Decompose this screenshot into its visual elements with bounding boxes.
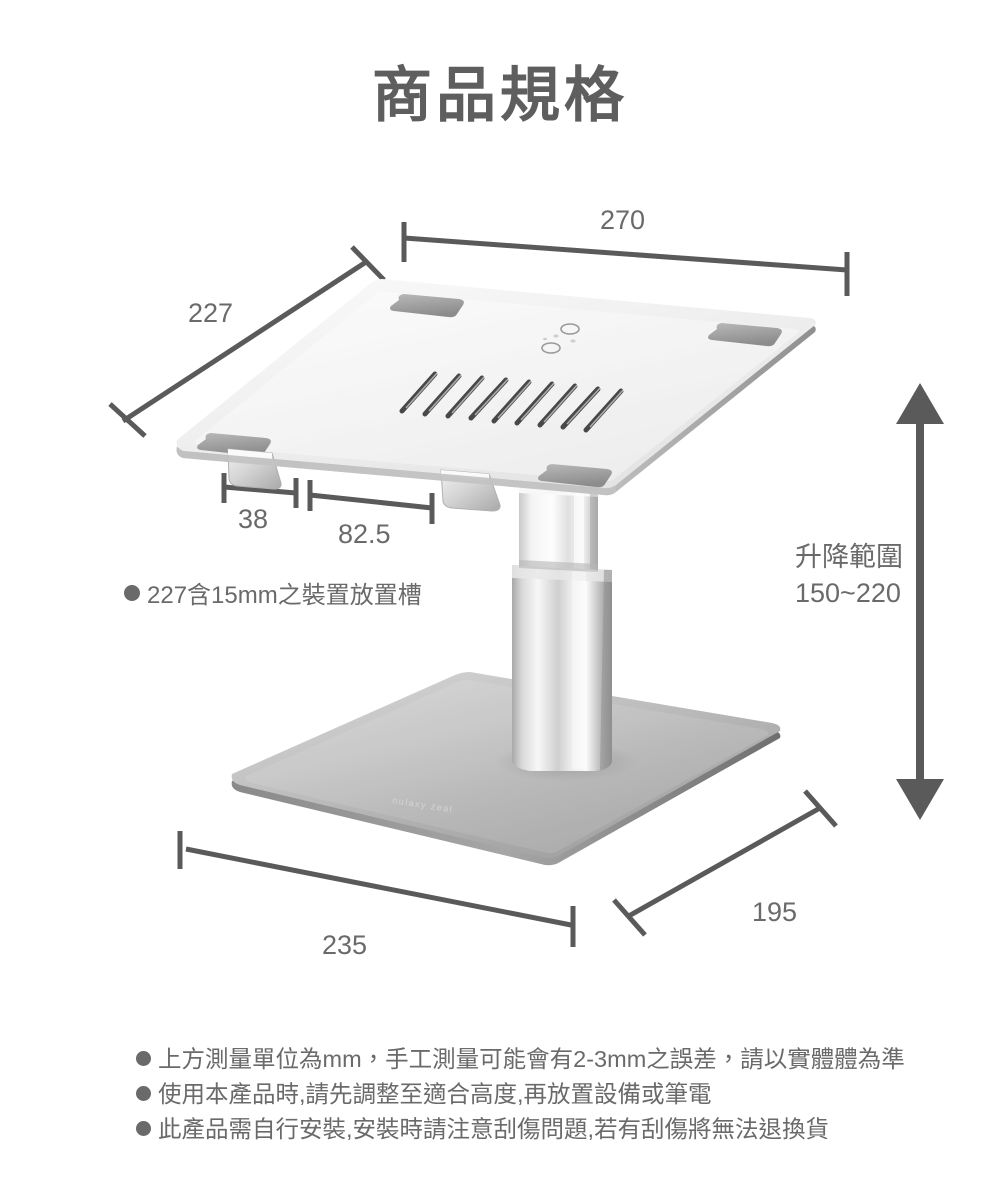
note-text: 此產品需自行安裝,安裝時請注意刮傷問題,若有刮傷將無法退換貨 <box>158 1116 830 1142</box>
dimension-label-82-5: 82.5 <box>338 519 391 549</box>
height-range-title: 升降範圍 <box>795 542 903 572</box>
height-range-value: 150~220 <box>795 577 901 608</box>
dimension-227 <box>108 245 386 438</box>
note-item: 上方測量單位為mm，手工測量可能會有2-3mm之誤差，請以實體體為準 <box>136 1042 936 1077</box>
dimension-label-235: 235 <box>322 930 368 960</box>
page-title: 商品規格 <box>372 62 628 129</box>
bullet-dot-icon <box>124 584 140 601</box>
dimension-label-38: 38 <box>238 504 269 534</box>
height-range-label: 升降範圍 150~220 <box>795 540 903 611</box>
note-text: 上方測量單位為mm，手工測量可能會有2-3mm之誤差，請以實體體為準 <box>158 1046 905 1072</box>
inline-note: 227含15mm之裝置放置槽 <box>124 575 422 610</box>
bullet-dot-icon <box>136 1121 151 1136</box>
note-text: 使用本產品時,請先調整至適合高度,再放置設備或筆電 <box>158 1081 712 1107</box>
dimension-label-270: 270 <box>600 205 646 235</box>
notes-list: 上方測量單位為mm，手工測量可能會有2-3mm之誤差，請以實體體為準 使用本產品… <box>136 1042 936 1147</box>
dimension-lines-group <box>108 222 850 947</box>
dimension-height-range-arrow <box>896 383 944 820</box>
screw-hole-dots <box>543 334 576 343</box>
bullet-dot-icon <box>136 1086 151 1101</box>
bullet-dot-icon <box>136 1051 151 1066</box>
dimension-82-5 <box>307 480 435 524</box>
ventilation-slots-highlight <box>405 371 625 428</box>
dimension-195 <box>612 789 838 937</box>
stand-column-lower <box>512 565 612 771</box>
stand-top-plate <box>176 279 816 512</box>
dimension-label-227: 227 <box>188 298 234 328</box>
note-item: 使用本產品時,請先調整至適合高度,再放置設備或筆電 <box>136 1077 936 1112</box>
screw-hole-icon <box>541 323 580 354</box>
note-item: 此產品需自行安裝,安裝時請注意刮傷問題,若有刮傷將無法退換貨 <box>136 1112 936 1147</box>
rubber-pads <box>197 294 782 488</box>
stand-column-upper <box>519 486 598 572</box>
dimension-38 <box>221 473 299 508</box>
dimension-235 <box>177 831 576 947</box>
laptop-stand-illustration: nulaxy zeal <box>176 279 816 866</box>
dimension-label-195: 195 <box>752 897 798 927</box>
inline-note-text: 227含15mm之裝置放置槽 <box>147 582 422 609</box>
dimension-270 <box>401 222 850 296</box>
ventilation-slots <box>399 371 624 433</box>
